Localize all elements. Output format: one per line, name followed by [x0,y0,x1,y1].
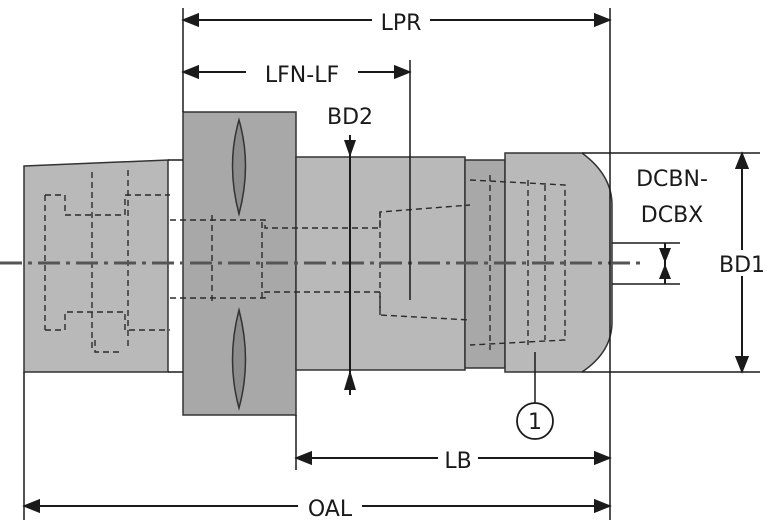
clamping-nut [504,152,613,373]
dcbx-label: DCBX [641,203,703,228]
oal-label: OAL [308,497,353,522]
extension-lines [23,8,760,520]
bd2-label: BD2 [327,105,373,130]
lpr-label: LPR [381,11,422,36]
drive-slot-top [231,117,247,217]
hidden-lines [44,170,566,353]
dcbn-label: DCBN- [636,167,708,192]
bd1-label: BD1 [719,253,765,278]
drive-slot-bottom [231,307,247,411]
lfn-lf-label: LFN-LF [265,63,339,88]
callout-number: 1 [528,410,542,435]
callout-1: 1 [516,402,554,440]
lb-label: LB [444,449,471,474]
